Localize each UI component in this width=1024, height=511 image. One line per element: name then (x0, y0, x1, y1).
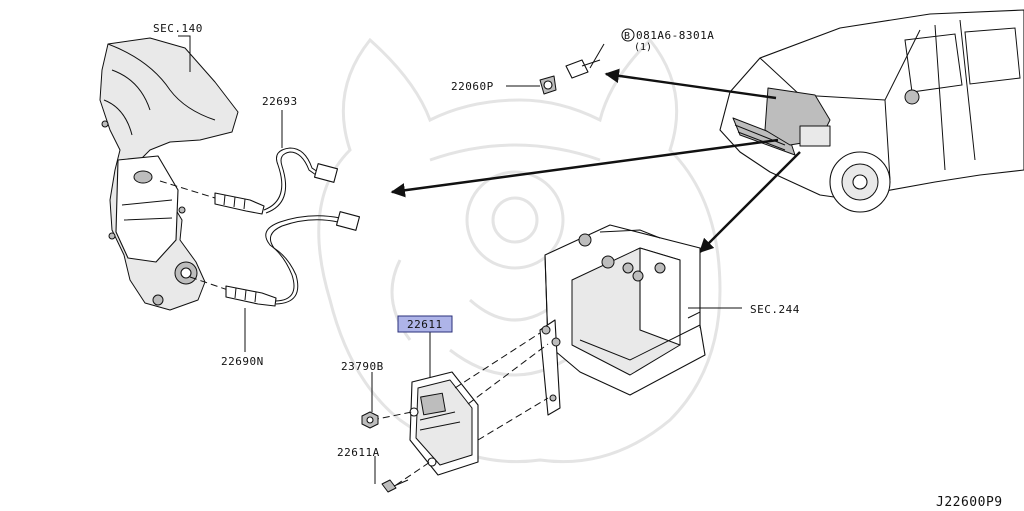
bolt-code-letter: B (624, 31, 630, 42)
label-bolt-qty: (1) (634, 42, 652, 53)
label-sec-140: SEC.140 (153, 22, 203, 35)
highlight-box-22611 (397, 315, 453, 333)
pointer-arrows (390, 68, 801, 254)
nut-23790b (361, 411, 379, 429)
oxygen-sensor-lower (189, 211, 361, 307)
ecm-module (409, 371, 479, 476)
exhaust-manifold (99, 37, 239, 311)
label-22611a: 22611A (337, 446, 380, 459)
bolt-22611a (381, 479, 409, 493)
label-22060p: 22060P (451, 80, 494, 93)
label-22611[interactable]: 22611 (407, 318, 443, 331)
label-bolt-code: 081A6-8301A (636, 29, 714, 42)
bolt-code-circle-icon (621, 28, 635, 42)
bolt-and-bracket (539, 43, 605, 95)
label-22690n: 22690N (221, 355, 264, 368)
vehicle-illustration (719, 9, 1024, 213)
label-23790b: 23790B (341, 360, 384, 373)
label-sec-244: SEC.244 (750, 303, 800, 316)
label-22693: 22693 (262, 95, 298, 108)
oxygen-sensor-upper (159, 147, 339, 215)
leader-lines (178, 35, 742, 484)
ecm-bracket (539, 319, 561, 416)
diagram-code: J22600P9 (936, 495, 1003, 510)
assembly-lines (371, 332, 549, 486)
battery (544, 224, 706, 396)
